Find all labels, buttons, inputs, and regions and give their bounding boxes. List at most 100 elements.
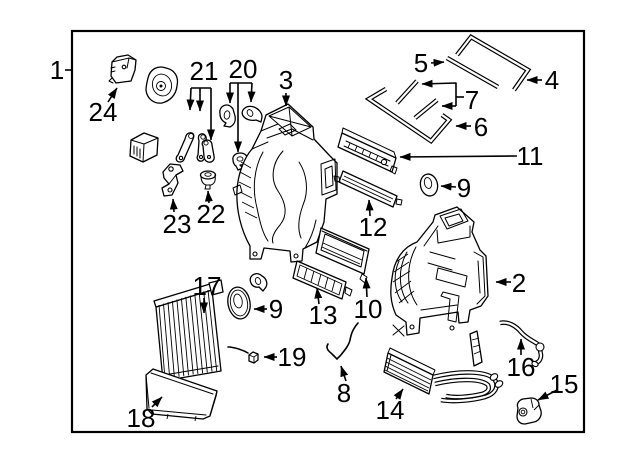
pan-outline [145,368,218,420]
center-dot [159,84,163,88]
part-9-grommet-lower [227,272,268,320]
lever-a-end [188,133,194,139]
part-number-label: 5 [414,48,428,78]
seal-strip-core [446,57,499,88]
leader-line [186,87,195,111]
part-number-label: 2 [512,268,526,298]
grommet-hole [423,177,433,189]
hose-line [326,322,359,361]
part-number-label: 4 [545,65,559,95]
foot-hole [409,324,415,330]
callout-6: 6 [455,112,488,142]
clip-b-hole [246,109,254,117]
leader-line [107,87,118,103]
end-tabs [333,175,403,206]
part-7-seals [395,79,439,120]
lever-b-end [200,134,206,140]
leader-line [393,388,404,400]
part-number-label: 10 [354,294,383,324]
part-outline [338,170,398,208]
part-detail [151,73,173,97]
leader-line [537,389,558,401]
foot-hole [449,325,455,331]
top-tower [423,208,471,247]
lever-a-hole [178,155,184,161]
bracket-ring [518,407,528,417]
lever-pin-end [203,140,209,146]
part-number-label: 17 [193,271,222,301]
leader-line [204,190,213,204]
top-bracket [208,279,224,296]
clip-b [241,105,263,123]
part-number-label: 24 [89,97,118,127]
part-13-grid-panel [292,260,353,300]
lever-b-hole [198,154,204,160]
pipe-clamp-b [494,380,504,388]
clip-wire [227,346,249,354]
seal-strip-a-core [396,80,418,104]
bracket-hole-bottom [167,187,173,193]
part-18-drain-pan [145,368,218,422]
part-20-clips [219,104,263,171]
leader-line [399,152,518,161]
part-number-label: 11 [517,141,544,171]
seal-strip-core [456,35,530,91]
part-6-seal [364,87,453,145]
callout-9a: 9 [440,173,471,203]
clip-body [248,351,259,364]
callout-21: 21 [186,56,218,141]
actuator-box [129,132,159,163]
slats [321,242,363,265]
leader-line [169,198,178,213]
part-number-label: 22 [197,199,226,229]
part-detail [108,57,137,84]
side-tab [232,184,243,196]
bracket-ring-hole [520,409,526,415]
part-detail [156,81,166,91]
leader-line [340,365,349,382]
grommet-outer [419,173,439,197]
part-number-label: 8 [337,378,351,408]
bottom-band [163,365,219,376]
callout-18: 18 [127,396,163,433]
callout-13: 13 [309,287,338,330]
part-detail [168,174,177,185]
clip-detail [248,353,259,363]
pipe-body-core [499,321,543,365]
part-number-label: 12 [359,212,388,242]
part-detail [341,127,397,167]
part-number-label: 15 [550,369,579,399]
part-detail [471,337,482,355]
center-ducts [427,251,468,323]
part-12-seal-panel [333,170,403,208]
cap-top-hole [204,172,212,177]
part-number-label: 13 [309,300,338,330]
callout-24: 24 [89,87,118,127]
leader-line [365,199,374,217]
part-number-label: 6 [474,112,488,142]
part-21-levers [175,132,215,163]
cap-top [199,170,217,180]
part-number-label: 18 [127,403,156,433]
fins [158,289,218,380]
part-number-label: 1 [50,55,64,85]
case-outline [390,206,489,336]
assembly-outline-border [70,29,586,434]
part-number-label: 14 [376,395,405,425]
part-2-heater-case [390,206,489,337]
part-number-label: 19 [278,342,307,372]
clip-a [219,104,236,128]
side-panel [420,251,486,311]
pipe-end-flare [531,360,539,368]
lever-pin [201,139,215,163]
callout-9b: 9 [253,294,283,324]
scroll-curve-1 [271,150,286,244]
part-4-seal [455,34,532,92]
part-number-label: 9 [457,173,471,203]
foot-brace [392,324,405,337]
part-10-frame-panel [315,227,370,284]
callout-12: 12 [359,199,388,242]
seal-hatching [238,161,258,219]
